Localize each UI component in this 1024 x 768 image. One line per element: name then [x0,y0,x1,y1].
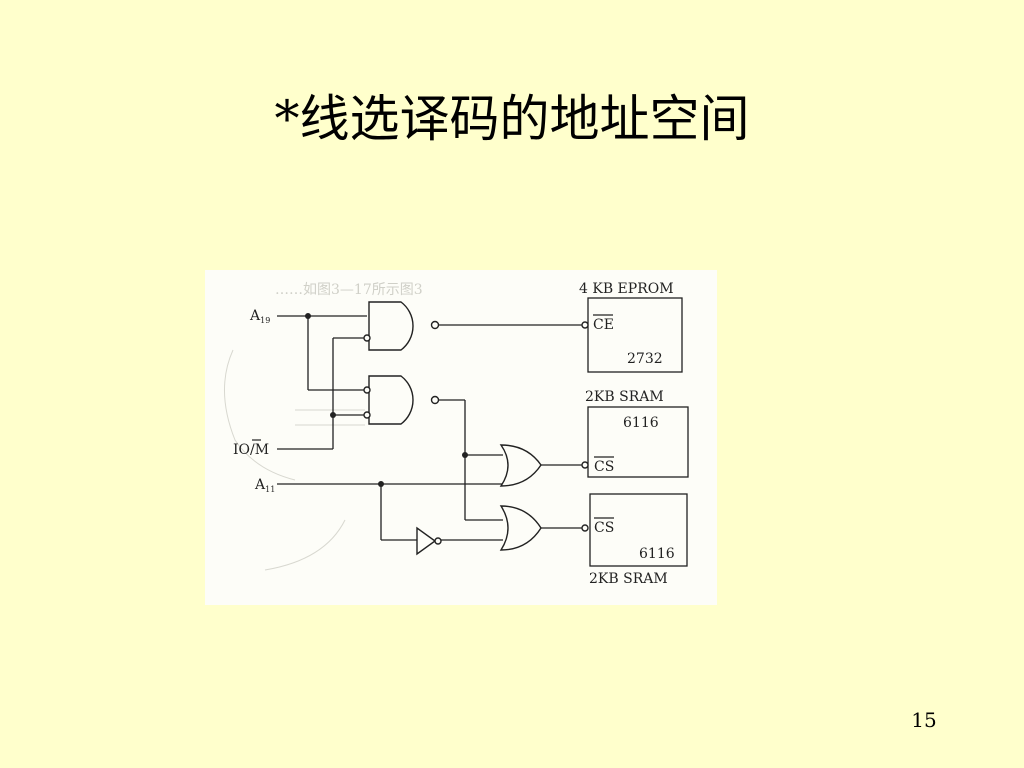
sram2-label: 2KB SRAM [589,571,668,587]
junction-dot [462,452,468,458]
wires [277,315,585,541]
junction-dot [330,412,336,418]
junction-dot [378,481,384,487]
scan-bleed-marks: ……如图3—17所示图3 [224,282,423,571]
nand-gate-1 [363,301,440,351]
sram1-label: 2KB SRAM [585,389,664,405]
or-gate-2 [499,505,542,551]
page-number: 15 [911,708,937,732]
or-gate-1 [499,444,542,487]
junction-dots [305,313,468,487]
chip-sram-6116-1: 2KB SRAM 6116 CS [581,389,689,478]
eprom-part-number: 2732 [627,351,663,367]
address-decoding-diagram: ……如图3—17所示图3 A19 IO/M A11 [205,270,717,605]
signal-label-a19: A19 [249,308,270,325]
sram1-cs-pin: CS [594,459,614,475]
bleed-text: ……如图3—17所示图3 [275,282,423,298]
sram2-cs-pin: CS [594,520,614,536]
nand-gate-2 [363,375,440,425]
chip-sram-6116-2: CS 6116 2KB SRAM [581,493,688,587]
eprom-label: 4 KB EPROM [579,281,674,297]
chip-eprom-2732: 4 KB EPROM CE 2732 [579,281,683,373]
not-gate [416,526,442,556]
eprom-ce-pin: CE [593,317,614,333]
circuit-svg: ……如图3—17所示图3 A19 IO/M A11 [224,281,689,587]
junction-dot [305,313,311,319]
signal-label-a11: A11 [254,477,275,494]
slide-title: *线选译码的地址空间 [274,90,750,148]
signal-label-io-m: IO/M [233,442,269,458]
sram2-part-number: 6116 [639,546,675,562]
sram1-part-number: 6116 [623,415,659,431]
